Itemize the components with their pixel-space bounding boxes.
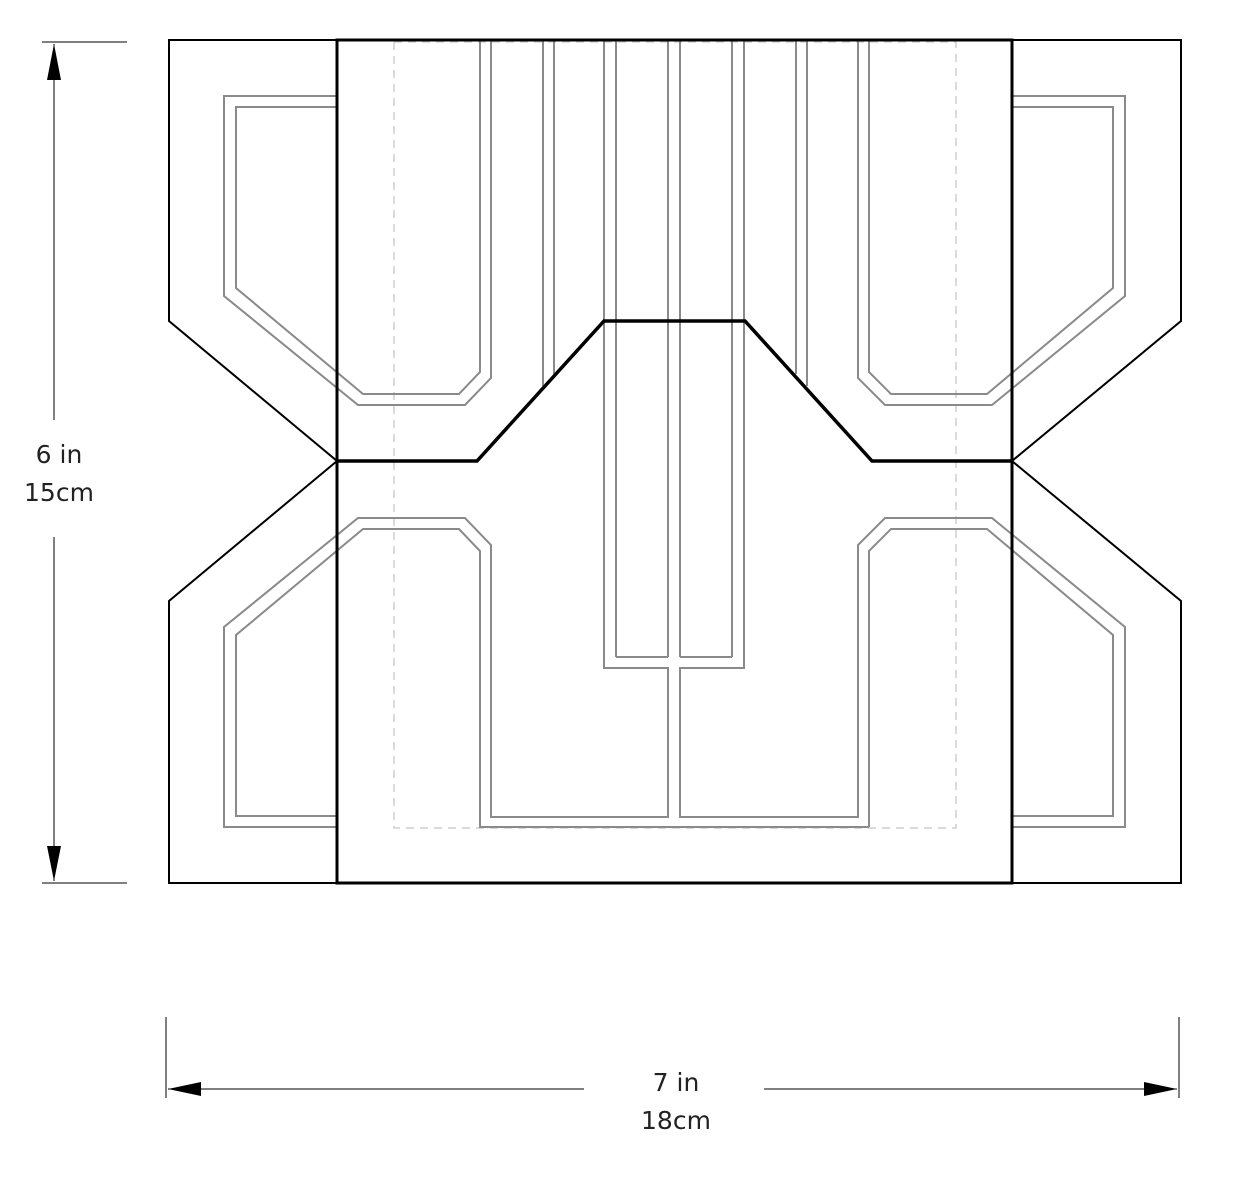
hidden-inner-outline <box>393 41 957 829</box>
left-lower-fold-inner <box>235 528 869 828</box>
height-imperial-value: 6 in <box>35 440 83 469</box>
height-dimension-label: 6 in 15cm <box>14 436 104 512</box>
width-arrow-left <box>168 1082 201 1096</box>
width-arrow-right <box>1144 1082 1177 1096</box>
height-arrow-bottom <box>47 846 61 881</box>
height-arrow-top <box>47 44 61 80</box>
left-upper-fold-outer <box>223 40 492 406</box>
width-imperial-value: 7 in <box>652 1068 700 1097</box>
center-fold-tab-line <box>337 319 1012 463</box>
height-metric-value: 15cm <box>24 478 94 507</box>
right-flap-outline <box>1010 39 1182 884</box>
width-metric-value: 18cm <box>641 1106 711 1135</box>
left-lower-fold-outer <box>223 40 669 828</box>
left-flap-outline <box>168 39 339 884</box>
left-upper-fold-inner <box>235 40 481 395</box>
right-upper-fold-outer <box>857 40 1126 406</box>
width-dimension-label: 7 in 18cm <box>600 1064 752 1140</box>
right-lower-fold-outer <box>679 40 1126 828</box>
right-upper-fold-inner <box>868 40 1114 395</box>
right-lower-fold-inner <box>868 528 1114 827</box>
